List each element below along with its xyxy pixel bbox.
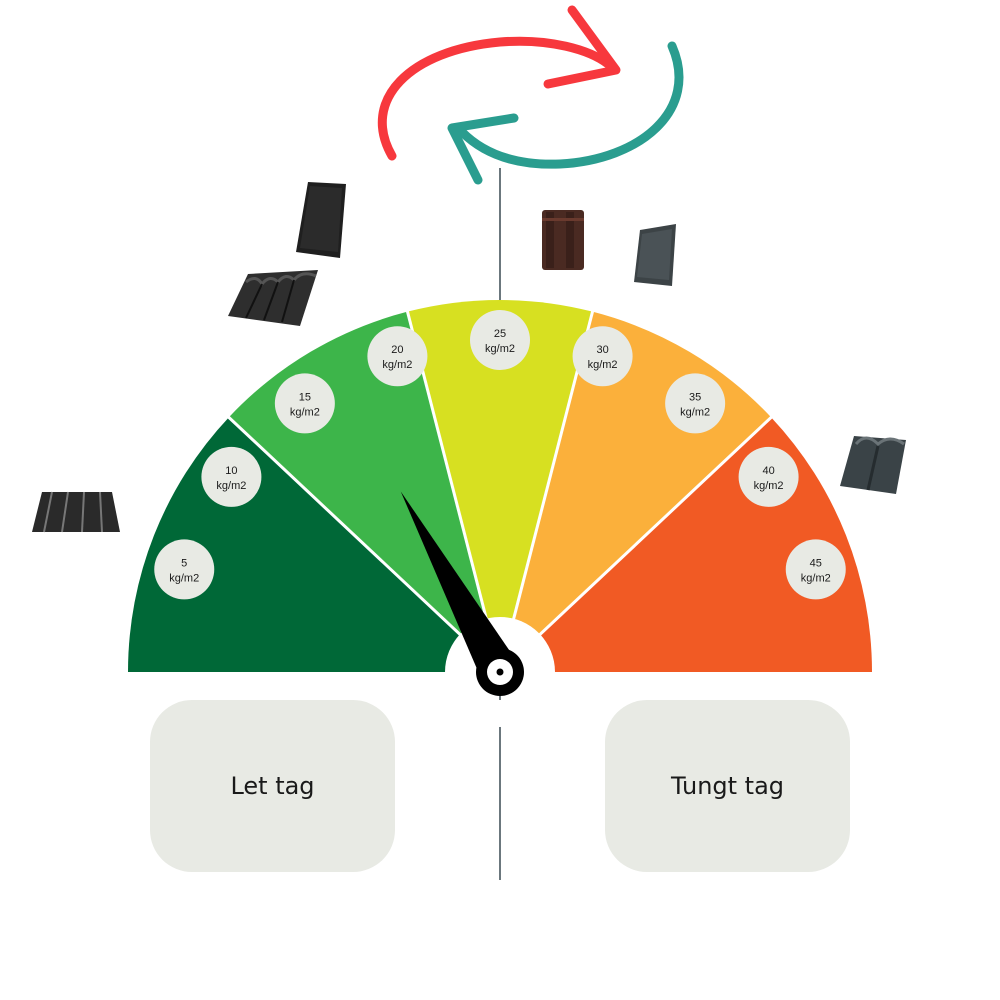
gauge-marker-10: 10 kg/m2: [201, 446, 262, 507]
marker-unit: kg/m2: [588, 359, 618, 371]
gauge-marker-5: 5 kg/m2: [154, 539, 215, 600]
slate-tile-icon: [634, 224, 676, 286]
marker-value: 10: [225, 465, 237, 477]
marker-unit: kg/m2: [485, 343, 515, 355]
marker-circle: [665, 373, 726, 434]
gauge-marker-45: 45 kg/m2: [785, 539, 846, 600]
gauge-marker-25: 25 kg/m2: [470, 310, 530, 370]
marker-circle: [201, 446, 262, 507]
marker-circle: [274, 373, 335, 434]
marker-unit: kg/m2: [290, 406, 320, 418]
marker-value: 30: [596, 344, 608, 356]
marker-value: 5: [181, 557, 187, 569]
marker-value: 20: [391, 344, 403, 356]
concrete-roof-tile-icon: [840, 436, 906, 494]
needle-pivot-dot: [496, 668, 504, 676]
marker-circle: [154, 539, 215, 600]
gauge-divider-1: [226, 414, 502, 674]
marker-unit: kg/m2: [216, 480, 246, 492]
marker-value: 25: [494, 328, 506, 340]
gauge-needle: [400, 491, 524, 696]
gauge-marker-15: 15 kg/m2: [274, 373, 335, 434]
marker-value: 40: [762, 465, 774, 477]
gauge-segments: [128, 300, 872, 672]
gauge-divider-4: [498, 414, 774, 674]
marker-unit: kg/m2: [754, 480, 784, 492]
needle-pointer: [400, 491, 518, 682]
clay-roof-tile-icon: [542, 210, 584, 270]
corrugated-roof-sheet-icon: [228, 270, 318, 326]
gauge-marker-35: 35 kg/m2: [665, 373, 726, 434]
light-roof-box[interactable]: Let tag: [150, 700, 395, 872]
gauge-marker-30: 30 kg/m2: [572, 326, 633, 387]
rotate-arrows-icon: [377, 5, 684, 185]
marker-value: 35: [689, 391, 701, 403]
marker-circle: [470, 310, 530, 370]
standing-seam-metal-roof-icon: [32, 491, 120, 533]
marker-circle: [367, 326, 428, 387]
marker-unit: kg/m2: [801, 572, 831, 584]
marker-circle: [785, 539, 846, 600]
flat-solar-panel-tile-icon: [296, 182, 346, 258]
light-roof-label: Let tag: [230, 772, 315, 800]
gauge-markers: 5 kg/m2 10 kg/m2 15 kg/m2 20 kg/m2 25 kg/m2 30 kg/m…: [154, 310, 846, 600]
heavy-roof-box[interactable]: Tungt tag: [605, 700, 850, 872]
gauge-segment-3: [407, 300, 593, 672]
marker-unit: kg/m2: [680, 406, 710, 418]
marker-value: 45: [810, 557, 822, 569]
heavy-roof-label: Tungt tag: [670, 772, 785, 800]
marker-value: 15: [299, 391, 311, 403]
gauge-marker-40: 40 kg/m2: [738, 446, 799, 507]
gauge-marker-20: 20 kg/m2: [367, 326, 428, 387]
marker-unit: kg/m2: [382, 359, 412, 371]
marker-circle: [738, 446, 799, 507]
marker-circle: [572, 326, 633, 387]
marker-unit: kg/m2: [169, 572, 199, 584]
